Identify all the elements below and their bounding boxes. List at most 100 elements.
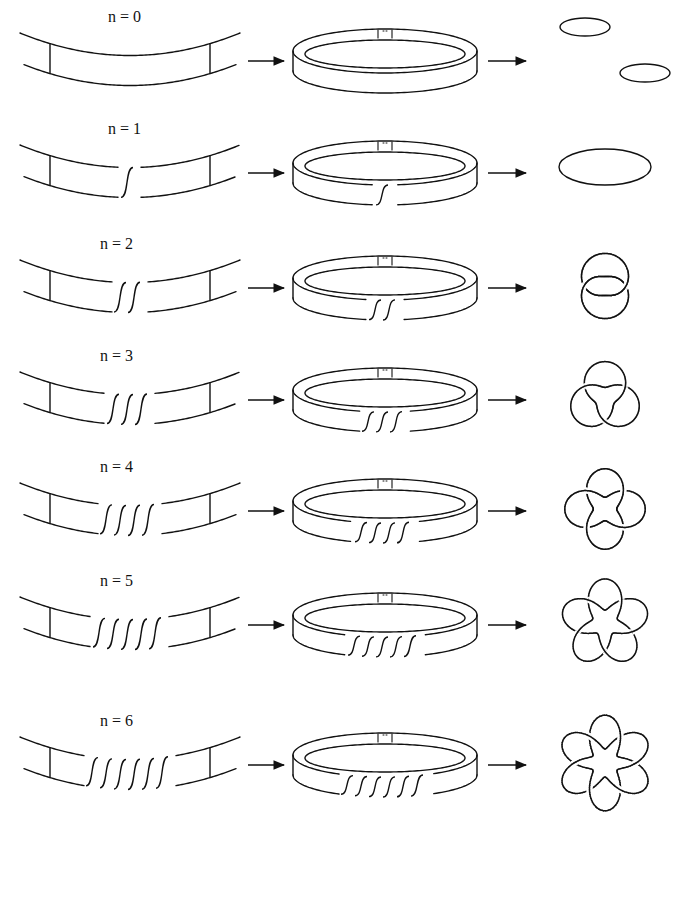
band-line (292, 278, 293, 298)
band-line (476, 501, 477, 521)
twist-stroke (355, 523, 367, 542)
band-line (148, 260, 240, 282)
band-line (209, 271, 210, 301)
band-line (377, 480, 378, 488)
band-line (176, 737, 240, 756)
band-line (49, 271, 50, 301)
twist-stroke (135, 394, 147, 424)
band-line (148, 292, 236, 312)
band-line (209, 608, 210, 638)
band-row (20, 362, 639, 432)
band-line (24, 515, 98, 534)
twist-stroke (121, 167, 133, 197)
twist-stroke (404, 636, 416, 657)
twist-stroke (86, 758, 98, 786)
twist-stroke (341, 776, 353, 795)
band-line (20, 737, 84, 756)
twist-stroke (128, 282, 140, 312)
band-line (377, 369, 378, 377)
arrow (248, 399, 284, 400)
band-line (293, 521, 477, 541)
twist-stroke (355, 777, 367, 796)
twist-stroke (142, 758, 154, 789)
arrow (248, 172, 284, 173)
band-line (162, 483, 240, 504)
twist-count-label: n = 6 (100, 712, 133, 730)
twist-stroke (376, 412, 388, 432)
band-line (141, 145, 239, 167)
band-line (176, 769, 236, 786)
band-line (293, 71, 477, 93)
band-line (49, 156, 50, 186)
twist-stroke (383, 300, 395, 320)
band-line (383, 258, 387, 259)
twist-stroke (121, 394, 133, 424)
band-line (293, 141, 477, 185)
twist-stroke (135, 619, 147, 649)
band-line (49, 748, 50, 778)
band-line (49, 44, 50, 74)
knot-figure (559, 149, 651, 185)
arrow (248, 60, 284, 61)
band-line (155, 404, 235, 423)
band-line (305, 152, 465, 180)
band-line (209, 156, 210, 186)
band-line (391, 369, 392, 377)
band-line (24, 404, 104, 424)
band-line (20, 260, 112, 282)
twist-stroke (100, 759, 112, 788)
band-line (20, 483, 98, 504)
twist-stroke (369, 523, 381, 543)
band-line (24, 65, 236, 86)
band-line (293, 479, 477, 521)
band-line (209, 494, 210, 524)
band-row (20, 253, 628, 320)
band-line (292, 390, 293, 410)
band-line (162, 515, 236, 534)
twist-stroke (369, 777, 381, 797)
twist-count-label: n = 1 (108, 120, 141, 138)
twist-stroke (114, 282, 126, 312)
band-line (293, 29, 477, 73)
band-line (476, 163, 477, 183)
band-row (20, 715, 648, 811)
band-line (209, 383, 210, 413)
band-line (141, 177, 235, 197)
twist-stroke (114, 505, 126, 535)
band-line (377, 734, 378, 742)
band-line (383, 370, 387, 371)
band-line (293, 183, 477, 205)
twist-stroke (383, 523, 395, 543)
band-line (377, 257, 378, 265)
arrow (248, 764, 284, 765)
band-line (292, 163, 293, 183)
twist-stroke (397, 776, 409, 797)
arrow (488, 287, 526, 288)
band-line (169, 629, 235, 647)
arrow (248, 510, 284, 511)
twist-stroke (121, 619, 133, 649)
twist-count-label: n = 5 (100, 572, 133, 590)
band-line (305, 744, 465, 772)
band-line (20, 33, 240, 56)
knot-figure (565, 469, 645, 549)
band-line (305, 379, 465, 407)
twist-stroke (362, 412, 374, 431)
band-line (391, 30, 392, 38)
band-line (49, 608, 50, 638)
twist-stroke (362, 637, 374, 656)
band-line (20, 372, 104, 393)
twist-count-label: n = 0 (108, 8, 141, 26)
band-line (24, 769, 84, 786)
band-line (305, 490, 465, 518)
band-line (476, 755, 477, 775)
band-row (20, 18, 670, 93)
band-line (292, 501, 293, 521)
knot-figure (562, 579, 647, 661)
band-line (383, 481, 387, 482)
twist-stroke (397, 522, 409, 543)
arrow (488, 399, 526, 400)
knot-figure (571, 362, 639, 427)
band-line (293, 368, 477, 411)
band-line (24, 629, 90, 647)
